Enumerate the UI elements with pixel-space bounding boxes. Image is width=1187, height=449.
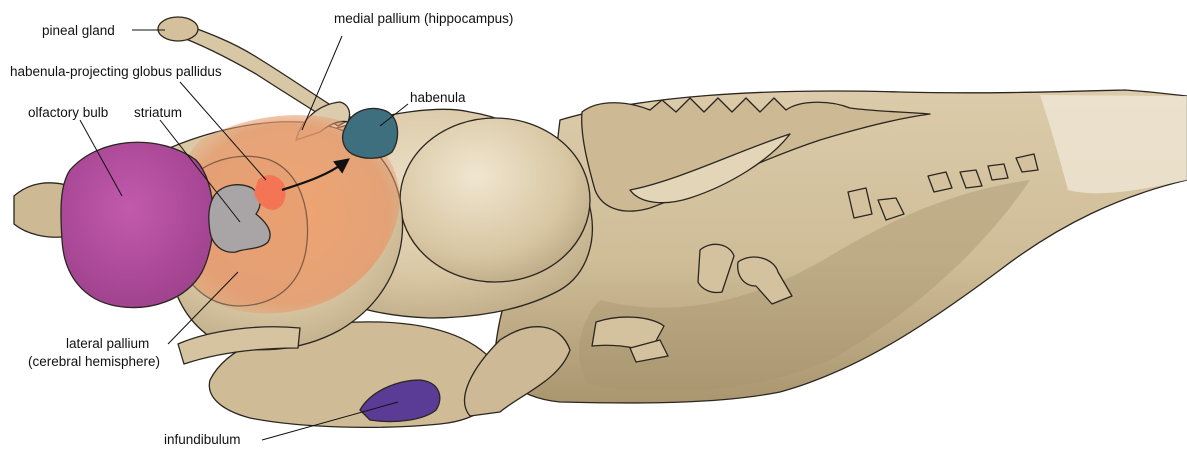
pituitary-stalk	[465, 327, 570, 416]
pineal-gland-shape	[158, 17, 198, 41]
optic-tectum	[400, 118, 590, 282]
label-medial-pallium: medial pallium (hippocampus)	[334, 11, 513, 26]
label-infundibulum: infundibulum	[164, 432, 241, 447]
label-lateral-pallium-sub: (cerebral hemisphere)	[28, 354, 160, 369]
habenula-shape	[343, 108, 398, 158]
label-habenula: habenula	[410, 90, 466, 105]
label-pineal-gland: pineal gland	[42, 23, 115, 38]
label-lateral-pallium: lateral pallium	[66, 336, 149, 351]
olfactory-bulb-shape	[61, 142, 213, 307]
label-globus-pallidus: habenula-projecting globus pallidus	[10, 64, 222, 79]
label-olfactory-bulb: olfactory bulb	[28, 105, 108, 120]
label-striatum: striatum	[134, 105, 182, 120]
